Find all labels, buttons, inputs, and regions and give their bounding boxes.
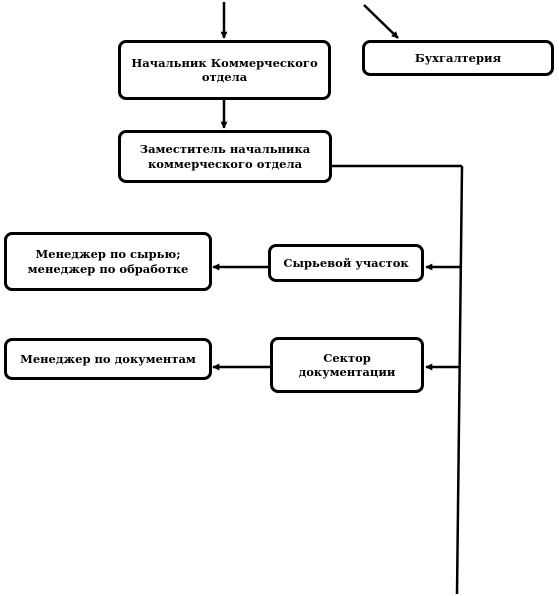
node-documents-manager-label: Менеджер по документам — [20, 351, 196, 366]
node-accounting: Бухгалтерия — [362, 40, 554, 76]
node-documents-manager: Менеджер по документам — [4, 338, 212, 380]
arrow-top-to-accounting — [363, 4, 399, 39]
node-raw-processing-manager-label: Менеджер по сырью; менеджер по обработке — [27, 247, 189, 276]
node-raw-materials-section-label: Сырьевой участок — [283, 255, 409, 270]
node-head-commercial-label: Начальник Коммерческого отдела — [131, 55, 318, 84]
node-head-commercial: Начальник Коммерческого отдела — [118, 40, 331, 100]
node-deputy-head: Заместитель начальника коммерческого отд… — [118, 130, 332, 183]
node-raw-processing-manager: Менеджер по сырью; менеджер по обработке — [4, 232, 212, 291]
node-documentation-sector: Сектор документации — [270, 337, 424, 393]
vertical-bus-line — [455, 165, 464, 595]
node-deputy-head-label: Заместитель начальника коммерческого отд… — [139, 142, 311, 171]
node-documentation-sector-label: Сектор документации — [298, 350, 396, 379]
node-accounting-label: Бухгалтерия — [414, 50, 502, 65]
node-raw-materials-section: Сырьевой участок — [268, 244, 424, 282]
